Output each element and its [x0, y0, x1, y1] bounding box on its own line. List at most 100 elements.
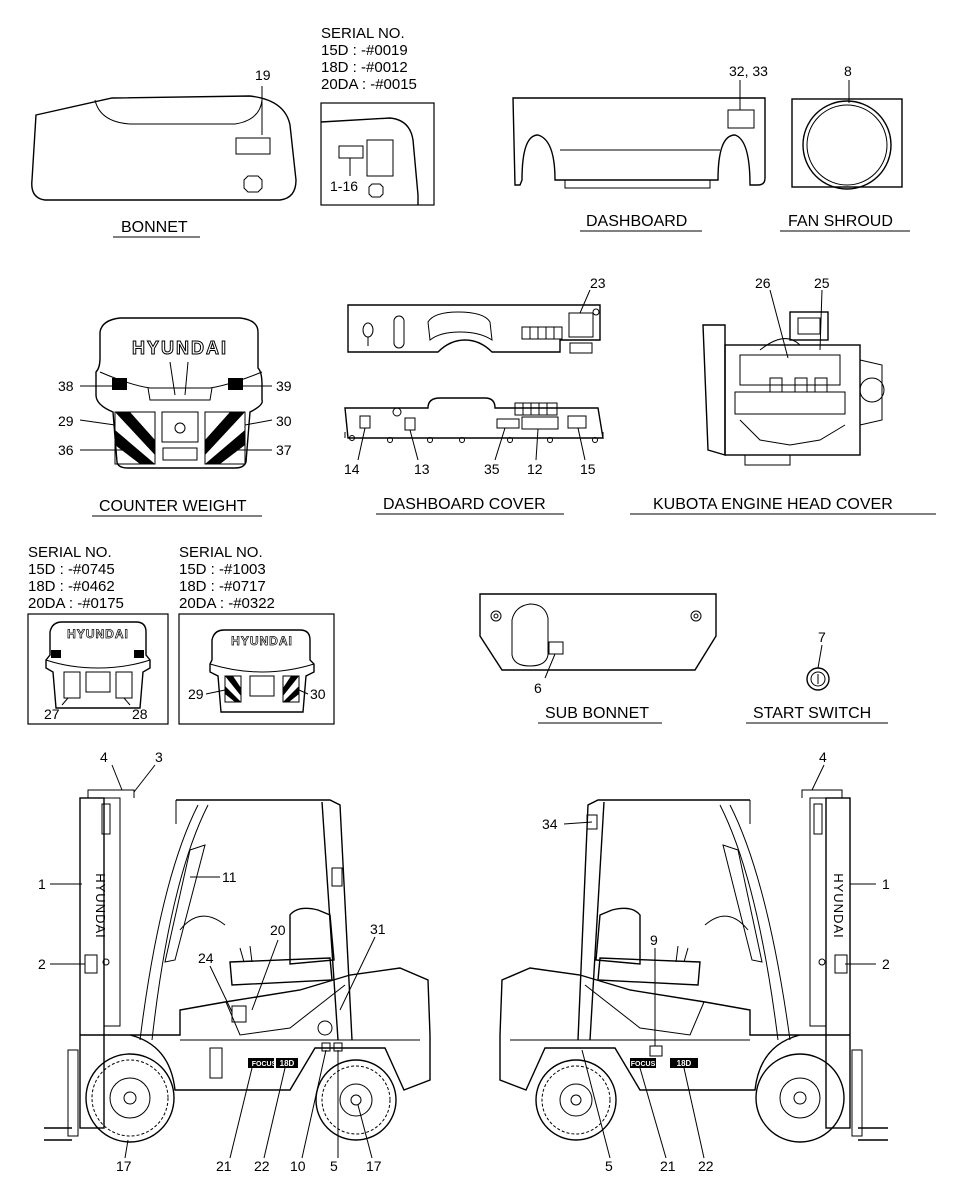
label-2-right: 2 [882, 956, 890, 972]
svg-text:SUB BONNET: SUB BONNET [545, 705, 649, 722]
label-22-right: 22 [698, 1158, 714, 1174]
bonnet-serial-text: SERIAL NO. 15D : -#0019 18D : -#0012 20D… [321, 25, 417, 93]
svg-text:15D : -#0019: 15D : -#0019 [321, 42, 408, 59]
forklift-left-series-badge: FOCUS [252, 1061, 277, 1068]
cw-variant-a-brand: HYUNDAI [67, 627, 129, 641]
label-6: 6 [534, 680, 542, 696]
label-39: 39 [276, 378, 292, 394]
svg-text:KUBOTA ENGINE HEAD COVER: KUBOTA ENGINE HEAD COVER [653, 496, 893, 513]
sub-bonnet-drawing [479, 593, 717, 679]
label-17-left-a: 17 [116, 1158, 132, 1174]
label-14: 14 [344, 461, 360, 477]
label-34-right: 34 [542, 816, 558, 832]
counter-weight-brand: HYUNDAI [132, 338, 228, 358]
label-2-left: 2 [38, 956, 46, 972]
counter-weight-drawing [79, 317, 273, 469]
svg-text:18D : -#0717: 18D : -#0717 [179, 578, 266, 595]
forklift-left-drawing [44, 764, 431, 1159]
cw-variant-a-serial: SERIAL NO. 15D : -#0745 18D : -#0462 20D… [28, 544, 124, 612]
svg-text:BONNET: BONNET [121, 219, 188, 236]
svg-text:15D : -#0745: 15D : -#0745 [28, 561, 115, 578]
forklift-right-drawing [499, 764, 888, 1159]
svg-text:DASHBOARD: DASHBOARD [586, 213, 687, 230]
label-37: 37 [276, 442, 292, 458]
forklift-right-mast-brand: HYUNDAI [831, 873, 846, 939]
fan-shroud-drawing [791, 80, 903, 190]
forklift-left-mast-brand: HYUNDAI [93, 873, 108, 939]
label-21-right: 21 [660, 1158, 676, 1174]
label-35: 35 [484, 461, 500, 477]
svg-text:20DA : -#0015: 20DA : -#0015 [321, 76, 417, 93]
dashboard-cover-drawing [344, 397, 604, 461]
cw-variant-b-brand: HYUNDAI [231, 634, 293, 648]
label-20-left: 20 [270, 922, 286, 938]
label-30: 30 [276, 413, 292, 429]
label-23: 23 [590, 275, 606, 291]
fan-shroud-caption: FAN SHROUD [780, 213, 910, 232]
label-15: 15 [580, 461, 596, 477]
label-4-right: 4 [819, 749, 827, 765]
label-5-right: 5 [605, 1158, 613, 1174]
label-21-left: 21 [216, 1158, 232, 1174]
sub-bonnet-caption: SUB BONNET [538, 705, 662, 724]
label-4-left: 4 [100, 749, 108, 765]
svg-text:SERIAL NO.: SERIAL NO. [28, 544, 112, 561]
dashboard-panel-drawing [347, 289, 601, 354]
svg-text:FAN SHROUD: FAN SHROUD [788, 213, 893, 230]
counter-weight-caption: COUNTER WEIGHT [92, 498, 262, 517]
label-5-left: 5 [330, 1158, 338, 1174]
start-switch-caption: START SWITCH [746, 705, 888, 724]
bonnet-drawing [31, 86, 297, 201]
label-17-left-b: 17 [366, 1158, 382, 1174]
label-22-left: 22 [254, 1158, 270, 1174]
label-11-left: 11 [222, 869, 237, 885]
svg-text:15D : -#1003: 15D : -#1003 [179, 561, 266, 578]
label-19: 19 [255, 67, 271, 83]
label-8: 8 [844, 63, 852, 79]
svg-text:20DA : -#0322: 20DA : -#0322 [179, 595, 275, 612]
label-29-variant: 29 [188, 686, 204, 702]
label-12: 12 [527, 461, 543, 477]
cw-variant-b-serial: SERIAL NO. 15D : -#1003 18D : -#0717 20D… [179, 544, 275, 612]
svg-text:COUNTER WEIGHT: COUNTER WEIGHT [99, 498, 247, 515]
label-26: 26 [755, 275, 771, 291]
svg-text:18D : -#0462: 18D : -#0462 [28, 578, 115, 595]
label-1-16: 1-16 [330, 178, 358, 194]
svg-text:SERIAL NO.: SERIAL NO. [321, 25, 405, 42]
label-9-right: 9 [650, 932, 658, 948]
start-switch-drawing [806, 644, 830, 691]
label-31-left: 31 [370, 921, 386, 937]
forklift-left-model-badge: 18D [280, 1059, 295, 1068]
svg-text:18D : -#0012: 18D : -#0012 [321, 59, 408, 76]
svg-text:20DA : -#0175: 20DA : -#0175 [28, 595, 124, 612]
label-27: 27 [44, 706, 60, 722]
label-7: 7 [818, 629, 826, 645]
forklift-right-model-badge: 18D [677, 1059, 692, 1068]
cw-variant-a-inset [27, 613, 169, 725]
bonnet-caption: BONNET [113, 219, 200, 238]
label-13: 13 [414, 461, 430, 477]
label-10-left: 10 [290, 1158, 306, 1174]
cw-variant-b-inset [178, 613, 335, 725]
svg-text:START SWITCH: START SWITCH [753, 705, 871, 722]
label-38: 38 [58, 378, 74, 394]
label-28: 28 [132, 706, 148, 722]
label-1-right: 1 [882, 876, 890, 892]
label-30-variant: 30 [310, 686, 326, 702]
label-3-left: 3 [155, 749, 163, 765]
label-29: 29 [58, 413, 74, 429]
dashboard-drawing [512, 80, 766, 189]
label-24-left: 24 [198, 950, 214, 966]
label-1-left: 1 [38, 876, 46, 892]
bonnet-variant-inset [320, 102, 435, 206]
svg-text:DASHBOARD COVER: DASHBOARD COVER [383, 496, 546, 513]
forklift-right-series-badge: FOCUS [631, 1061, 656, 1068]
label-32-33: 32, 33 [729, 63, 768, 79]
label-36: 36 [58, 442, 74, 458]
dashboard-cover-caption: DASHBOARD COVER [376, 496, 564, 515]
engine-caption: KUBOTA ENGINE HEAD COVER [630, 496, 936, 515]
label-25: 25 [814, 275, 830, 291]
engine-drawing [702, 289, 885, 466]
svg-text:SERIAL NO.: SERIAL NO. [179, 544, 263, 561]
